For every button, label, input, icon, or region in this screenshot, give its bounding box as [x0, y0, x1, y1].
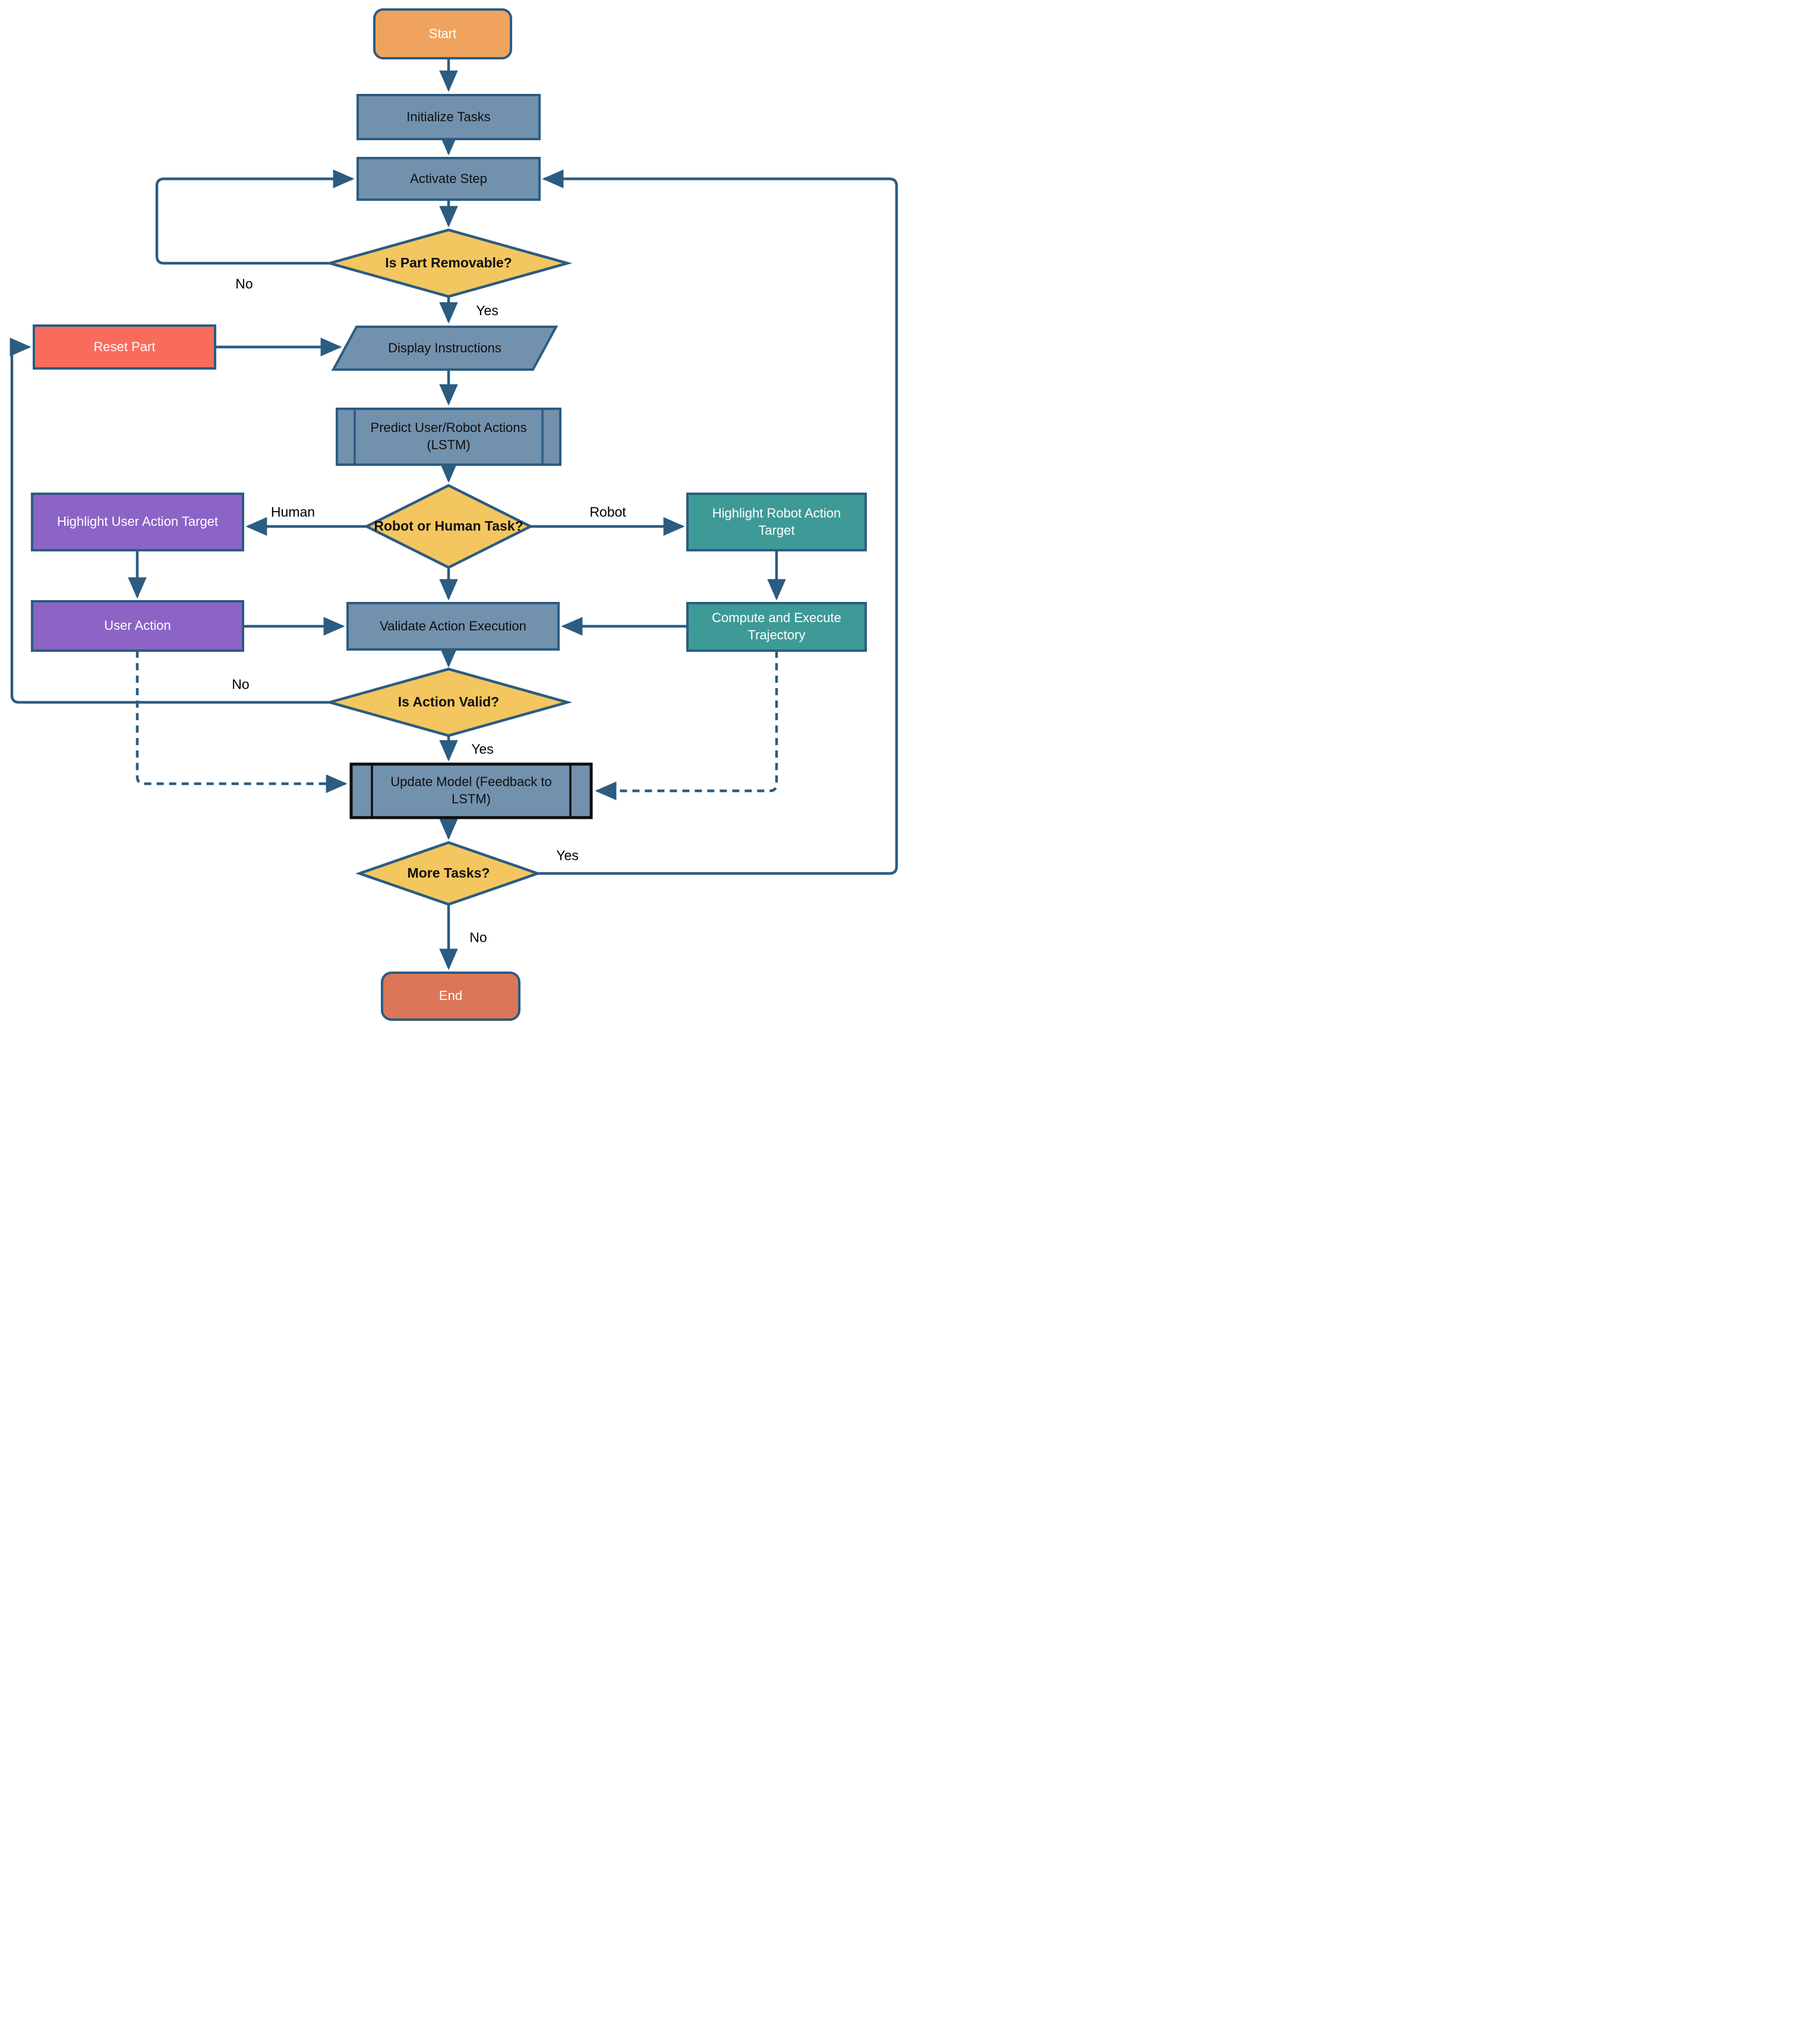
- user-action-node-shape: [31, 600, 244, 652]
- more-tasks-decision-shape: [355, 841, 542, 906]
- edge-moretasks-yes-loop: [538, 169, 898, 875]
- reset-part-node-shape: [33, 324, 216, 370]
- edge-actionvalid-no-resetloop: [10, 337, 330, 704]
- predict-node-shape: [336, 408, 561, 466]
- flow-edges: [10, 58, 898, 970]
- flow-nodes: [31, 8, 867, 1021]
- validate-node-shape: [346, 602, 560, 651]
- edge-compute-update-feedback: [595, 651, 778, 800]
- update-model-node-shape: [349, 762, 593, 819]
- display-parallelogram-shape: [331, 326, 559, 371]
- edge-useraction-update-feedback: [135, 651, 348, 793]
- start-node-shape: [373, 8, 512, 59]
- part-removable-decision-shape: [324, 228, 573, 298]
- flowchart-graphic: [10, 8, 898, 1021]
- highlight-robot-node-shape: [686, 493, 867, 551]
- highlight-user-node-shape: [31, 493, 244, 551]
- end-node-shape: [381, 971, 520, 1021]
- edge-partremovable-no-loop: [155, 169, 355, 265]
- task-type-decision-shape: [363, 484, 534, 569]
- initialize-node-shape: [356, 94, 541, 140]
- compute-node-shape: [686, 602, 867, 652]
- activate-node-shape: [356, 157, 541, 201]
- action-valid-decision-shape: [324, 667, 573, 737]
- flowchart-canvas: Start Initialize Tasks Activate Step Is …: [0, 0, 904, 1022]
